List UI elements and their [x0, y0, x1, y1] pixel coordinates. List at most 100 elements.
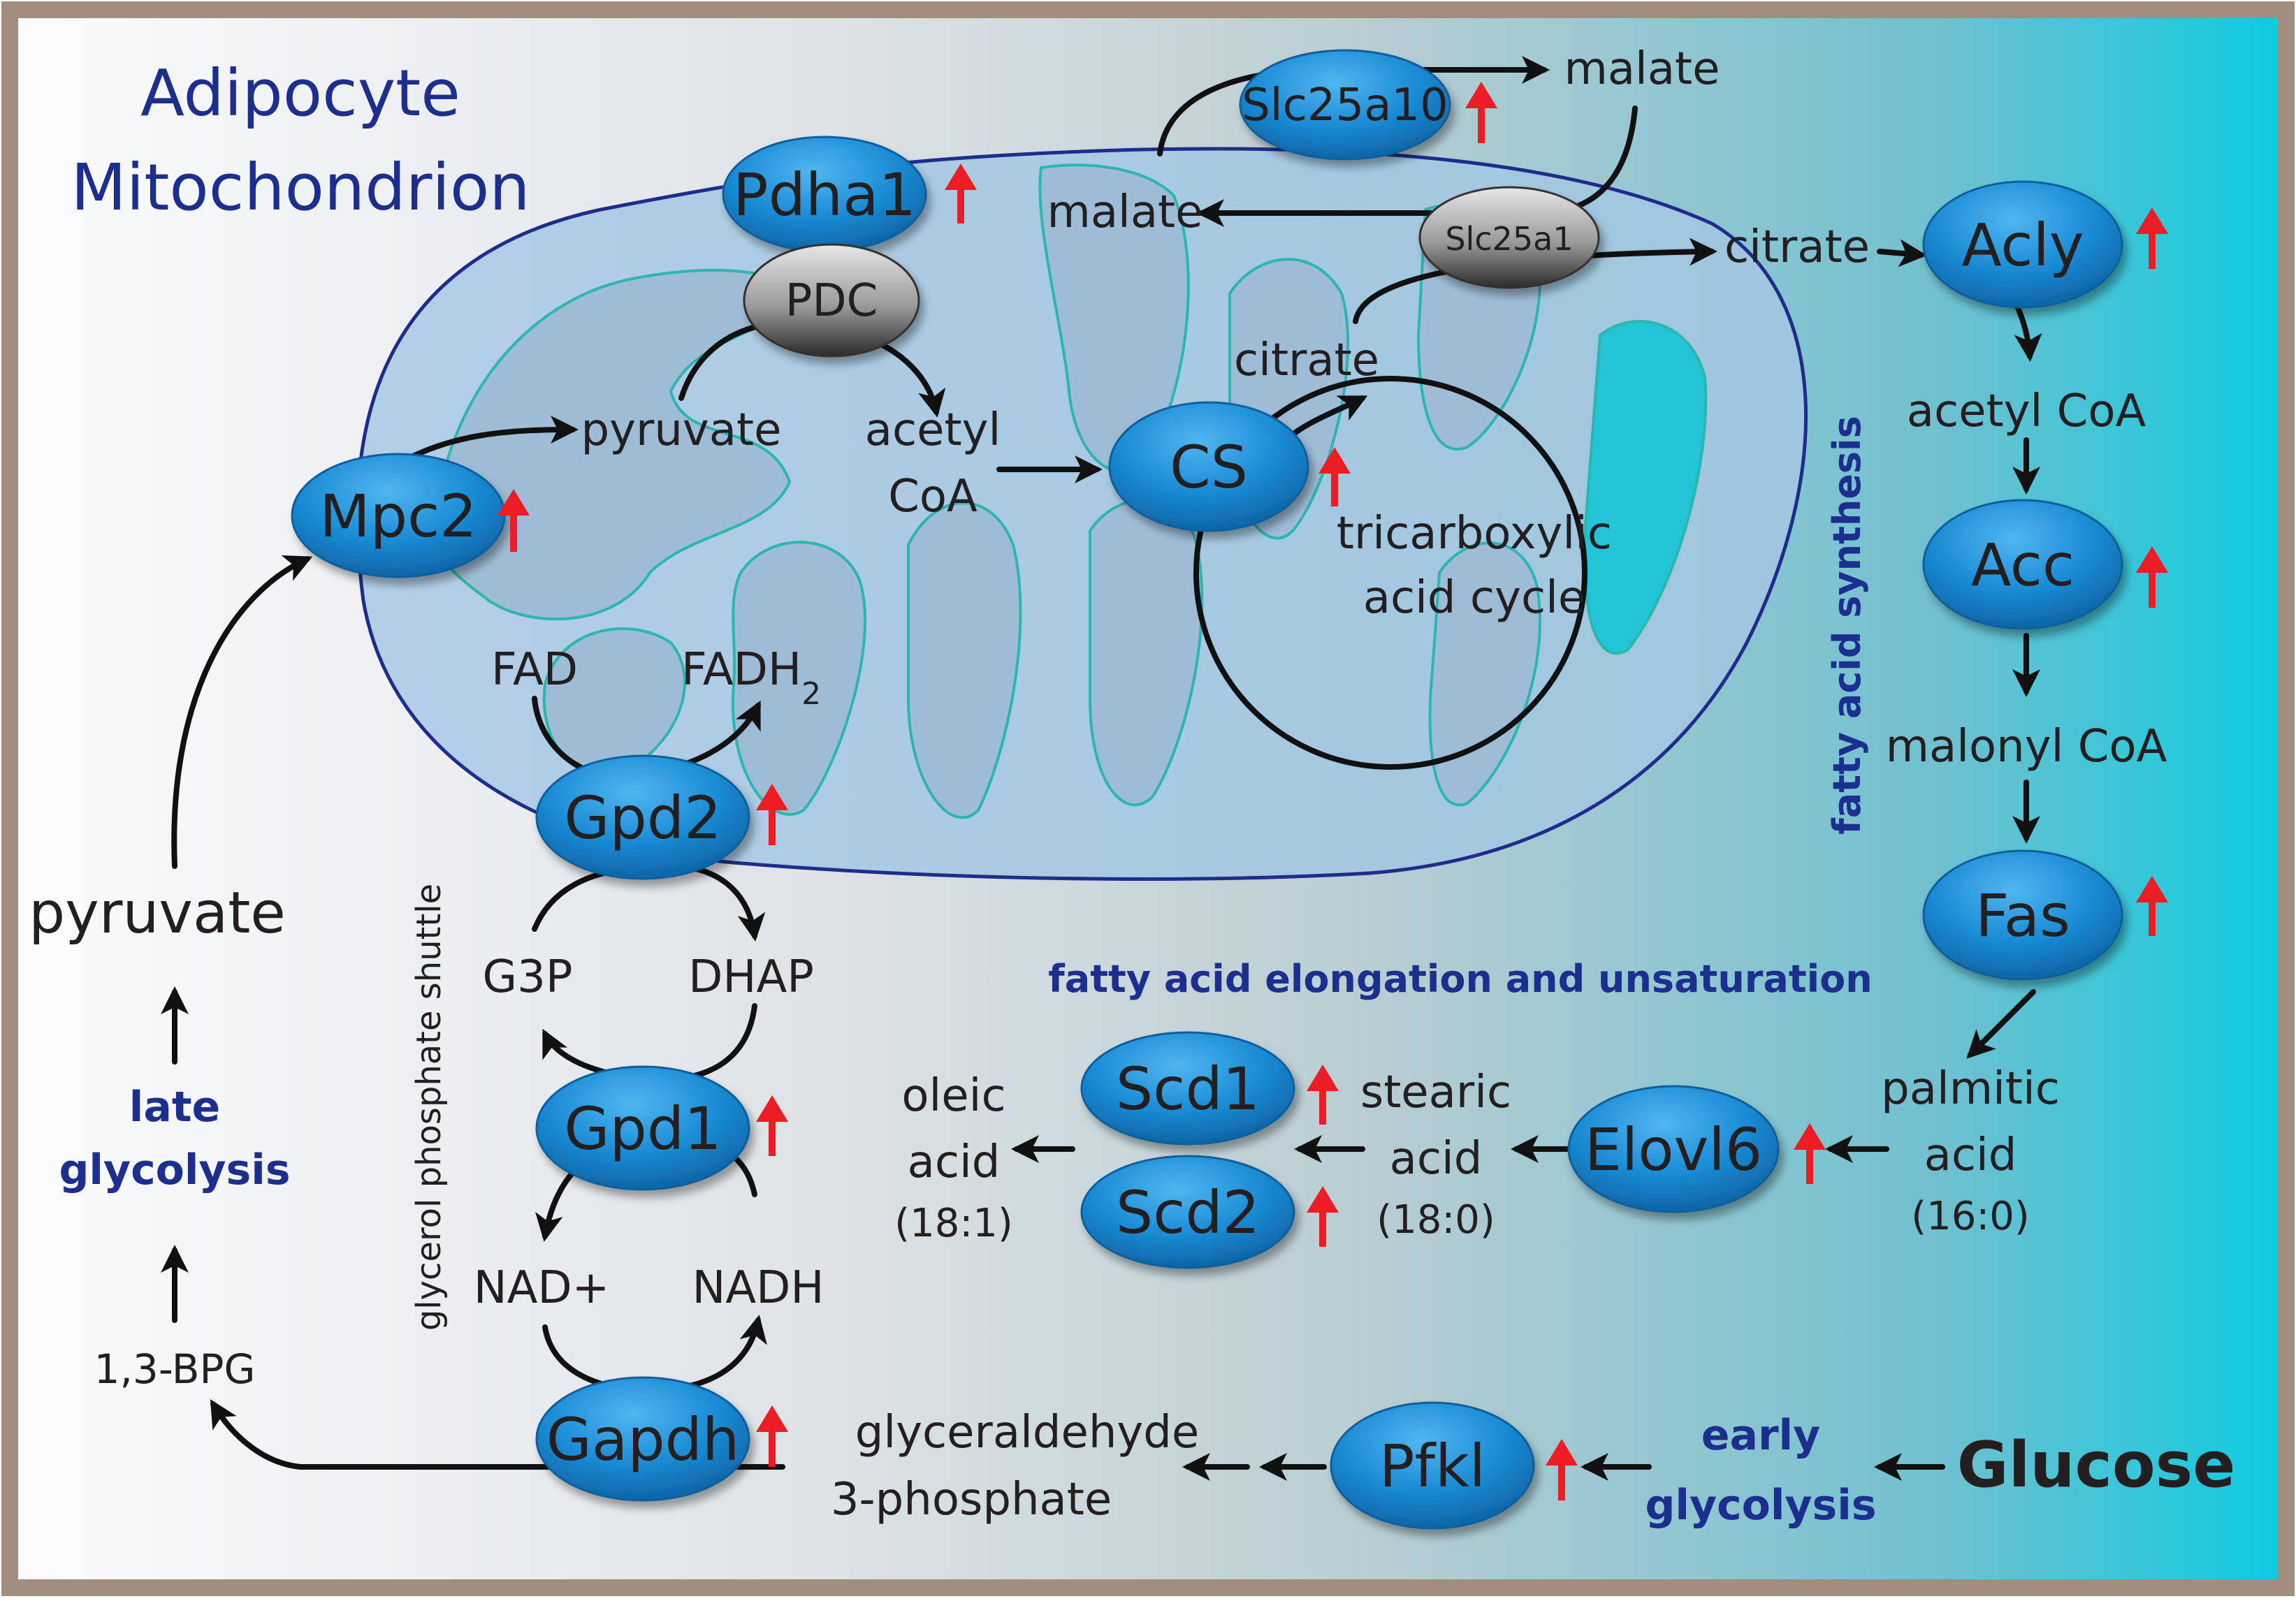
- enzyme-label: Gpd2: [564, 784, 721, 852]
- metabolite-malate-mito: malate: [1047, 187, 1203, 238]
- enzyme-gpd1: Gpd1: [535, 1065, 750, 1191]
- enzyme-label: Gapdh: [546, 1405, 739, 1474]
- enzyme-acly: Acly: [1922, 180, 2123, 309]
- diagram-title-line1: Adipocyte: [140, 56, 460, 131]
- up-arrow-icon: [756, 1095, 788, 1156]
- diagram-title-line2: Mitochondrion: [71, 150, 530, 225]
- metabolite-fad: FAD: [491, 644, 578, 696]
- arrow-pyruvate-to-mpc2: [171, 555, 313, 869]
- metabolite-stearic-2: acid: [1390, 1133, 1483, 1185]
- metabolite-stearic-3: (18:0): [1376, 1197, 1495, 1243]
- metabolite-nadh: NADH: [692, 1262, 824, 1314]
- enzyme-label: Gpd1: [564, 1095, 721, 1163]
- enzyme-pdha1: Pdha1: [722, 136, 927, 253]
- enzyme-label: Slc25a10: [1242, 80, 1448, 131]
- transporter-label: Slc25a1: [1445, 220, 1573, 258]
- tca-cycle-label-2: acid cycle: [1363, 572, 1586, 624]
- fadh2-subscript: 2: [801, 676, 821, 712]
- up-arrow-icon: [1318, 447, 1351, 506]
- metabolite-g3p: G3P: [483, 951, 573, 1003]
- upregulated-arrows: [497, 82, 2168, 1500]
- early-glycolysis-label-1: early: [1701, 1411, 1820, 1460]
- mitochondrion: [356, 147, 1808, 881]
- enzyme-scd1: Scd1: [1080, 1031, 1295, 1146]
- up-arrow-icon: [756, 1405, 788, 1467]
- enzyme-scd2: Scd2: [1080, 1155, 1295, 1269]
- arrow-gapdh-to-bpg: [210, 1399, 785, 1470]
- crista: [907, 502, 1022, 819]
- metabolite-citrate-cyto: citrate: [1724, 221, 1870, 273]
- enzyme-pfkl: Pfkl: [1330, 1401, 1535, 1530]
- tca-cycle-circle: [1193, 376, 1587, 770]
- enzyme-elovl6: Elovl6: [1567, 1085, 1780, 1213]
- metabolite-fadh2: FADH2: [681, 644, 821, 712]
- up-arrow-icon: [497, 489, 530, 552]
- shuttle-label: glycerol phosphate shuttle: [409, 884, 449, 1331]
- arrow-citrate-to-acly: [1877, 239, 1927, 268]
- crista: [1583, 320, 1708, 655]
- fatty-acid-synthesis-label: fatty acid synthesis: [1825, 416, 1869, 834]
- elongation-label: fatty acid elongation and unsaturation: [1048, 957, 1872, 1001]
- up-arrow-icon: [945, 163, 977, 224]
- complex-label: PDC: [785, 275, 878, 327]
- metabolite-nad: NAD+: [474, 1262, 610, 1314]
- metabolite-oleic-1: oleic: [901, 1070, 1005, 1122]
- up-arrow-icon: [2136, 876, 2168, 936]
- metabolite-citrate-mito: citrate: [1234, 335, 1379, 386]
- late-glycolysis-label-1: late: [129, 1083, 220, 1132]
- arrow-cs-to-citrate: [1290, 395, 1368, 437]
- early-glycolysis-label-2: glycolysis: [1645, 1481, 1876, 1530]
- crista: [731, 541, 866, 816]
- metabolite-gap-1: glyceraldehyde: [855, 1407, 1200, 1459]
- metabolite-palmitic-2: acid: [1924, 1130, 2017, 1181]
- metabolite-gap-2: 3-phosphate: [831, 1474, 1112, 1526]
- up-arrow-icon: [1307, 1065, 1339, 1125]
- up-arrow-icon: [1307, 1186, 1339, 1247]
- enzyme-label: Scd2: [1116, 1178, 1260, 1247]
- enzyme-label: CS: [1170, 433, 1248, 502]
- enzyme-label: Pdha1: [733, 161, 916, 229]
- up-arrow-icon: [1794, 1123, 1826, 1184]
- enzyme-label: Acc: [1971, 531, 2075, 599]
- metabolite-dhap: DHAP: [688, 951, 814, 1003]
- enzyme-label: Elovl6: [1585, 1116, 1762, 1184]
- enzyme-label: Fas: [1975, 882, 2070, 950]
- metabolite-oleic-2: acid: [908, 1136, 1001, 1188]
- enzyme-cs: CS: [1108, 401, 1309, 532]
- up-arrow-icon: [2136, 207, 2168, 269]
- up-arrow-icon: [1546, 1439, 1578, 1500]
- metabolite-bpg: 1,3-BPG: [94, 1345, 256, 1393]
- metabolite-oleic-3: (18:1): [894, 1201, 1012, 1246]
- transporter-slc25a1: Slc25a1: [1418, 186, 1600, 289]
- metabolite-palmitic-1: palmitic: [1881, 1063, 2060, 1115]
- metabolite-pyruvate-cyto: pyruvate: [29, 880, 286, 946]
- metabolite-palmitic-3: (16:0): [1911, 1194, 2029, 1239]
- metabolite-acetyl-coa-mito-2: CoA: [888, 471, 978, 522]
- metabolite-acetyl-coa-cyto: acetyl CoA: [1907, 386, 2146, 437]
- metabolite-pyruvate-mito: pyruvate: [581, 404, 782, 456]
- metabolite-malate-top: malate: [1564, 43, 1720, 95]
- enzyme-mpc2: Mpc2: [291, 453, 506, 578]
- metabolite-acetyl-coa-mito-1: acetyl: [865, 404, 1001, 456]
- up-arrow-icon: [1465, 82, 1497, 143]
- up-arrow-icon: [2136, 546, 2168, 608]
- enzyme-slc25a10: Slc25a10: [1239, 49, 1451, 161]
- tca-cycle-label-1: tricarboxylic: [1337, 508, 1612, 560]
- enzyme-gpd2: Gpd2: [535, 754, 750, 880]
- fadh2-text: FADH: [681, 644, 801, 696]
- up-arrow-icon: [756, 784, 788, 845]
- late-glycolysis-label-2: glycolysis: [59, 1146, 290, 1194]
- enzyme-label: Acly: [1961, 211, 2084, 279]
- metabolite-glucose: Glucose: [1957, 1428, 2236, 1502]
- enzyme-acc: Acc: [1922, 499, 2123, 630]
- enzyme-label: Mpc2: [319, 482, 477, 550]
- enzyme-label: Pfkl: [1379, 1432, 1485, 1500]
- enzyme-fas: Fas: [1922, 849, 2123, 981]
- metabolite-stearic-1: stearic: [1360, 1067, 1511, 1118]
- complex-pdc: PDC: [743, 243, 920, 358]
- arrow-fas-to-palmitic: [1966, 989, 2036, 1059]
- enzyme-gapdh: Gapdh: [535, 1376, 750, 1502]
- crista: [431, 268, 813, 621]
